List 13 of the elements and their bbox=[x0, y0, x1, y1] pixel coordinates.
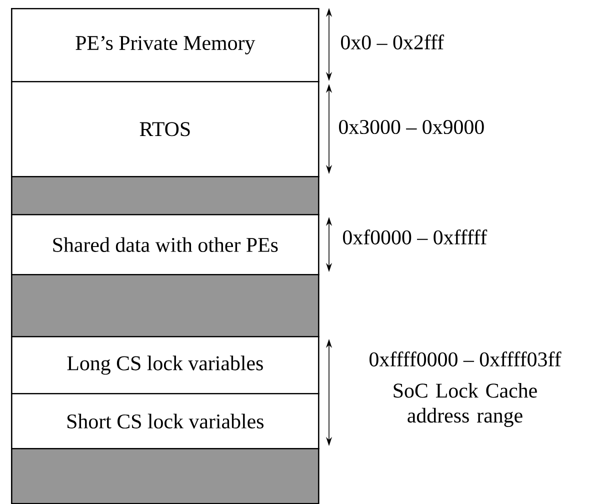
address-range: 0x0 – 0x2fff bbox=[341, 34, 444, 50]
address-range: 0x3000 – 0x9000 bbox=[339, 120, 484, 134]
address-range: 0xf0000 – 0xfffff bbox=[343, 230, 488, 244]
memory-region: Long CS lock variables bbox=[11, 336, 320, 394]
address-range: 0xffff0000 – 0xffff03ff bbox=[370, 352, 562, 366]
reserved-region bbox=[11, 274, 320, 338]
address-range: SoC Lock Cache address range bbox=[394, 383, 537, 427]
memory-region: RTOS bbox=[11, 81, 320, 178]
memory-region: Shared data with other PEs bbox=[11, 214, 320, 276]
reserved-region bbox=[11, 176, 320, 216]
memory-region: Short CS lock variables bbox=[11, 393, 320, 450]
reserved-region bbox=[11, 448, 320, 504]
memory-region: PE’s Private Memory bbox=[11, 8, 320, 82]
